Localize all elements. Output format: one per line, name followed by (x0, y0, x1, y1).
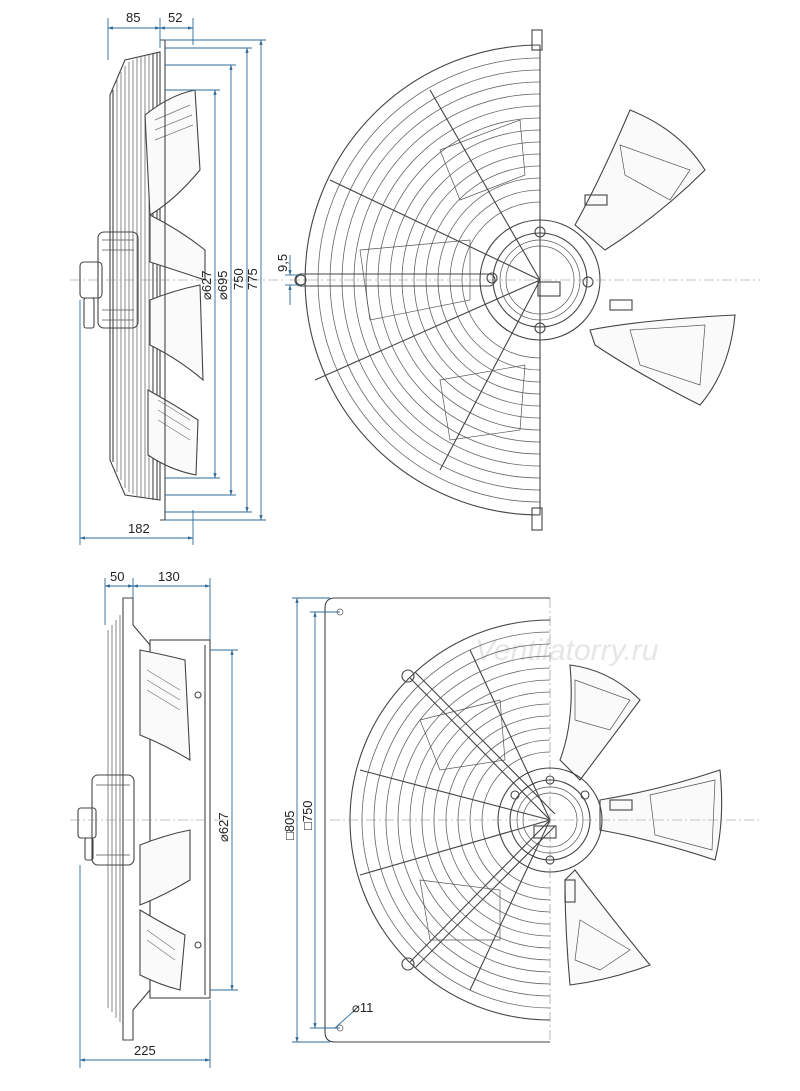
dim-label-775: 775 (245, 268, 260, 290)
bottom-side-dim-225: 225 (79, 865, 211, 1068)
bottom-front-dim-805-750: □805 □750 (282, 597, 340, 1043)
bottom-front-view: Ventilatorry.ru (282, 597, 760, 1043)
bottom-side-view: 50 130 225 ⌀627 (70, 569, 238, 1068)
top-side-dim-85-52: 85 52 (107, 10, 194, 60)
dim-label-9-5: 9,5 (275, 254, 290, 272)
dim-label-d627-bottom: ⌀627 (216, 812, 231, 842)
bottom-front-plate (324, 597, 550, 1043)
dim-label-52: 52 (168, 10, 182, 25)
top-front-guard (294, 29, 543, 531)
bottom-side-dim-d627: ⌀627 (210, 649, 238, 991)
top-side-dim-182: 182 (79, 300, 194, 545)
bottom-front-blades (559, 664, 723, 986)
watermark: Ventilatorry.ru (475, 634, 659, 667)
dim-label-130: 130 (158, 569, 180, 584)
top-front-blades (574, 109, 736, 406)
top-side-blades (144, 89, 206, 476)
dim-label-d11: ⌀11 (352, 1000, 373, 1015)
top-side-view: 85 52 182 ⌀627 ⌀695 750 775 (70, 10, 285, 545)
dim-label-50: 50 (110, 569, 124, 584)
bottom-front-dim-d11: ⌀11 (334, 1000, 373, 1029)
dim-label-225: 225 (134, 1043, 156, 1058)
top-side-dim-diameters: ⌀627 ⌀695 750 775 (165, 39, 266, 521)
dim-label-sq805: □805 (282, 810, 297, 840)
dim-label-85: 85 (126, 10, 140, 25)
bottom-side-blades (139, 649, 191, 991)
bottom-side-dim-50-130: 50 130 (104, 569, 211, 640)
dim-label-750: 750 (231, 268, 246, 290)
dim-label-182: 182 (128, 521, 150, 536)
bottom-side-plate (107, 597, 211, 1041)
top-front-view: 9,5 (275, 29, 760, 531)
dim-label-sq750: □750 (300, 800, 315, 830)
dim-label-d627-top: ⌀627 (199, 270, 214, 300)
top-front-dim-9-5: 9,5 (275, 254, 300, 305)
dim-label-d695: ⌀695 (215, 270, 230, 300)
